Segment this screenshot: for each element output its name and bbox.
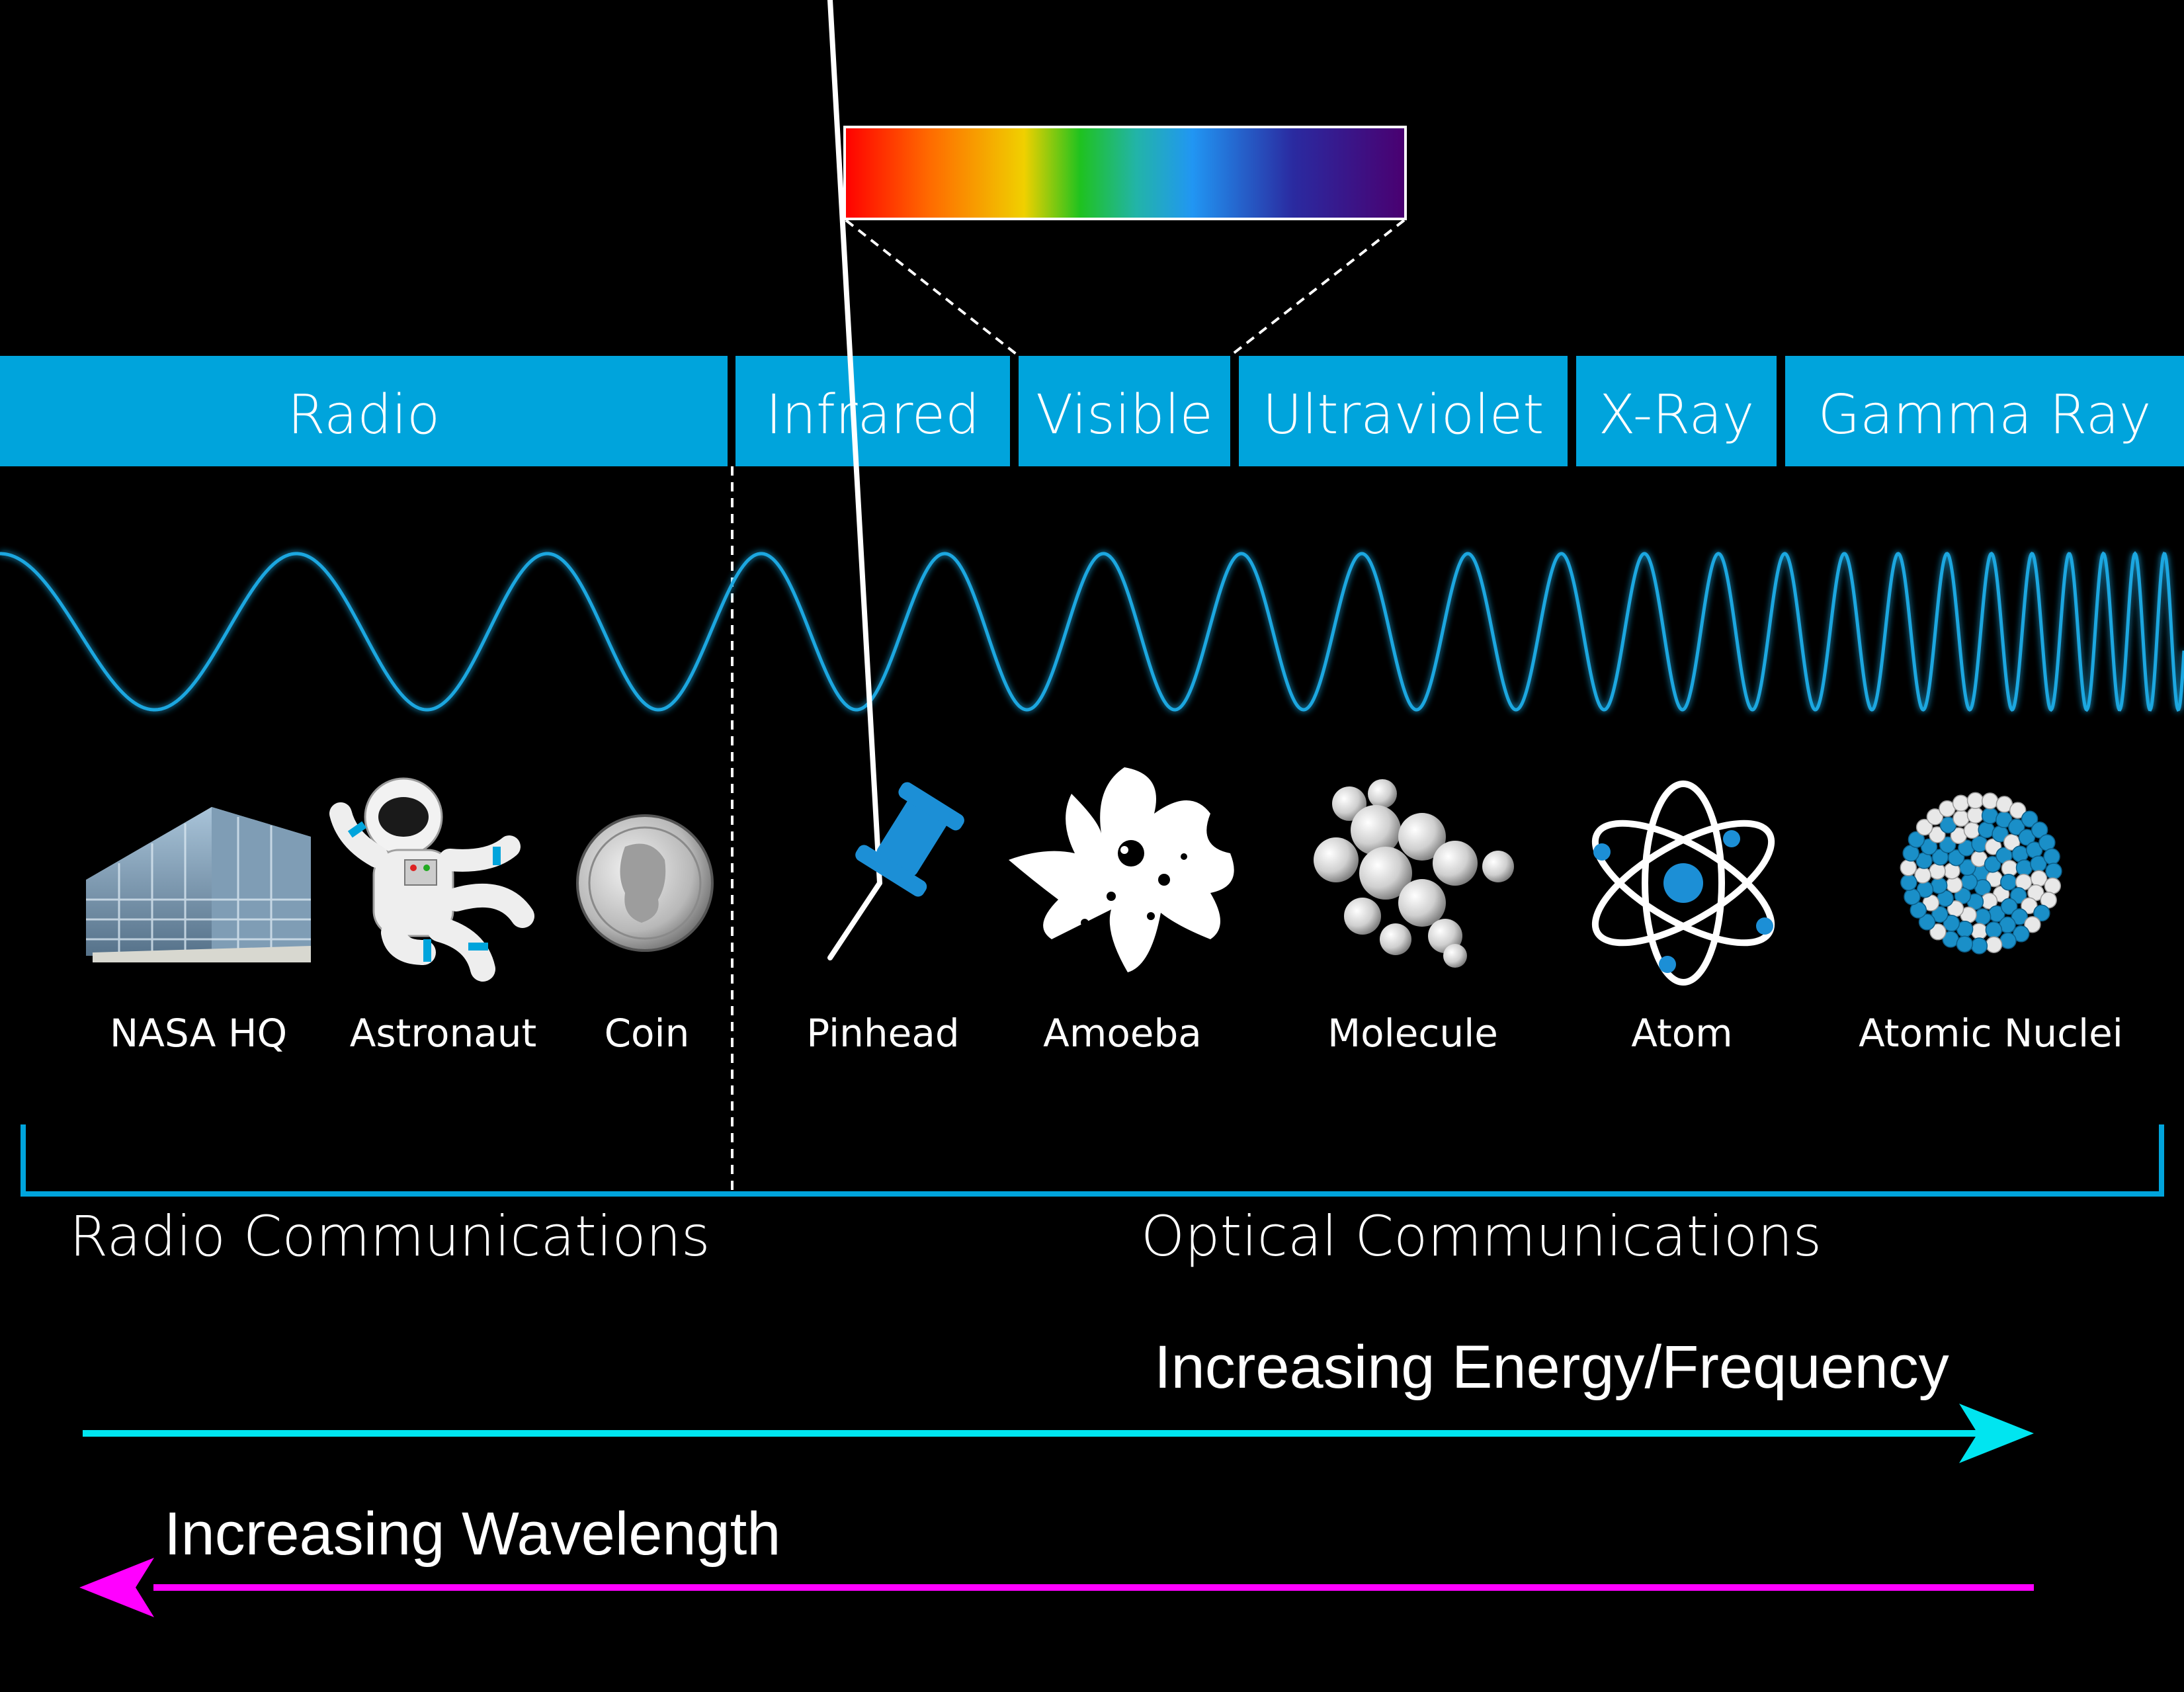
band-label: Infrared — [766, 384, 980, 446]
band-visible — [1019, 356, 1230, 466]
communications-bracket — [21, 1124, 2164, 1197]
zoom-connector-left — [845, 219, 1020, 357]
band-gamma-ray — [1785, 356, 2184, 466]
scale-label-pinhead: Pinhead — [806, 1011, 959, 1056]
amoeba-icon — [1009, 767, 1234, 972]
building-icon — [86, 807, 311, 962]
band-label: Radio — [288, 384, 440, 446]
band-label: Ultraviolet — [1263, 384, 1544, 446]
spectrum-band-bar: Radio Infrared Visible Ultraviolet X-Ray Gamm… — [0, 356, 2184, 466]
scale-object-labels: NASA HQ Astronaut Coin Pinhead Amoeba Molecul… — [110, 1011, 2123, 1056]
scale-label-atom: Atom — [1631, 1011, 1732, 1056]
visible-spectrum-gradient — [843, 126, 1407, 220]
band-radio — [0, 356, 728, 466]
band-ultraviolet — [1239, 356, 1568, 466]
energy-arrow-head — [1959, 1404, 2034, 1463]
scale-label-molecule: Molecule — [1327, 1011, 1498, 1056]
zoom-connector-right — [1229, 219, 1406, 357]
band-label: Gamma Ray — [1818, 384, 2152, 446]
nucleus-icon — [1900, 792, 2062, 954]
energy-arrow-label: Increasing Energy/Frequency — [1154, 1333, 1949, 1401]
molecule-icon — [1314, 779, 1514, 968]
scale-label-coin: Coin — [605, 1011, 690, 1056]
scale-label-atomic-nuclei: Atomic Nuclei — [1859, 1011, 2123, 1056]
atom-icon — [1591, 781, 1775, 986]
scale-label-amoeba: Amoeba — [1043, 1011, 1202, 1056]
band-infrared — [735, 356, 1010, 466]
wavelength-arrow-head — [79, 1558, 154, 1617]
wavelength-arrow-label: Increasing Wavelength — [164, 1500, 780, 1568]
optical-communications-label: Optical Communications — [1141, 1204, 1822, 1269]
astronaut-icon — [329, 777, 534, 982]
band-x-ray — [1576, 356, 1777, 466]
pushpin-icon — [827, 0, 964, 960]
band-label: X-Ray — [1599, 384, 1755, 446]
coin-icon — [576, 814, 714, 952]
band-label: Visible — [1036, 384, 1213, 446]
electromagnetic-wave — [0, 551, 2184, 712]
scale-label-astronaut: Astronaut — [350, 1011, 537, 1056]
radio-communications-label: Radio Communications — [69, 1204, 710, 1269]
scale-label-nasa-hq: NASA HQ — [110, 1011, 287, 1056]
